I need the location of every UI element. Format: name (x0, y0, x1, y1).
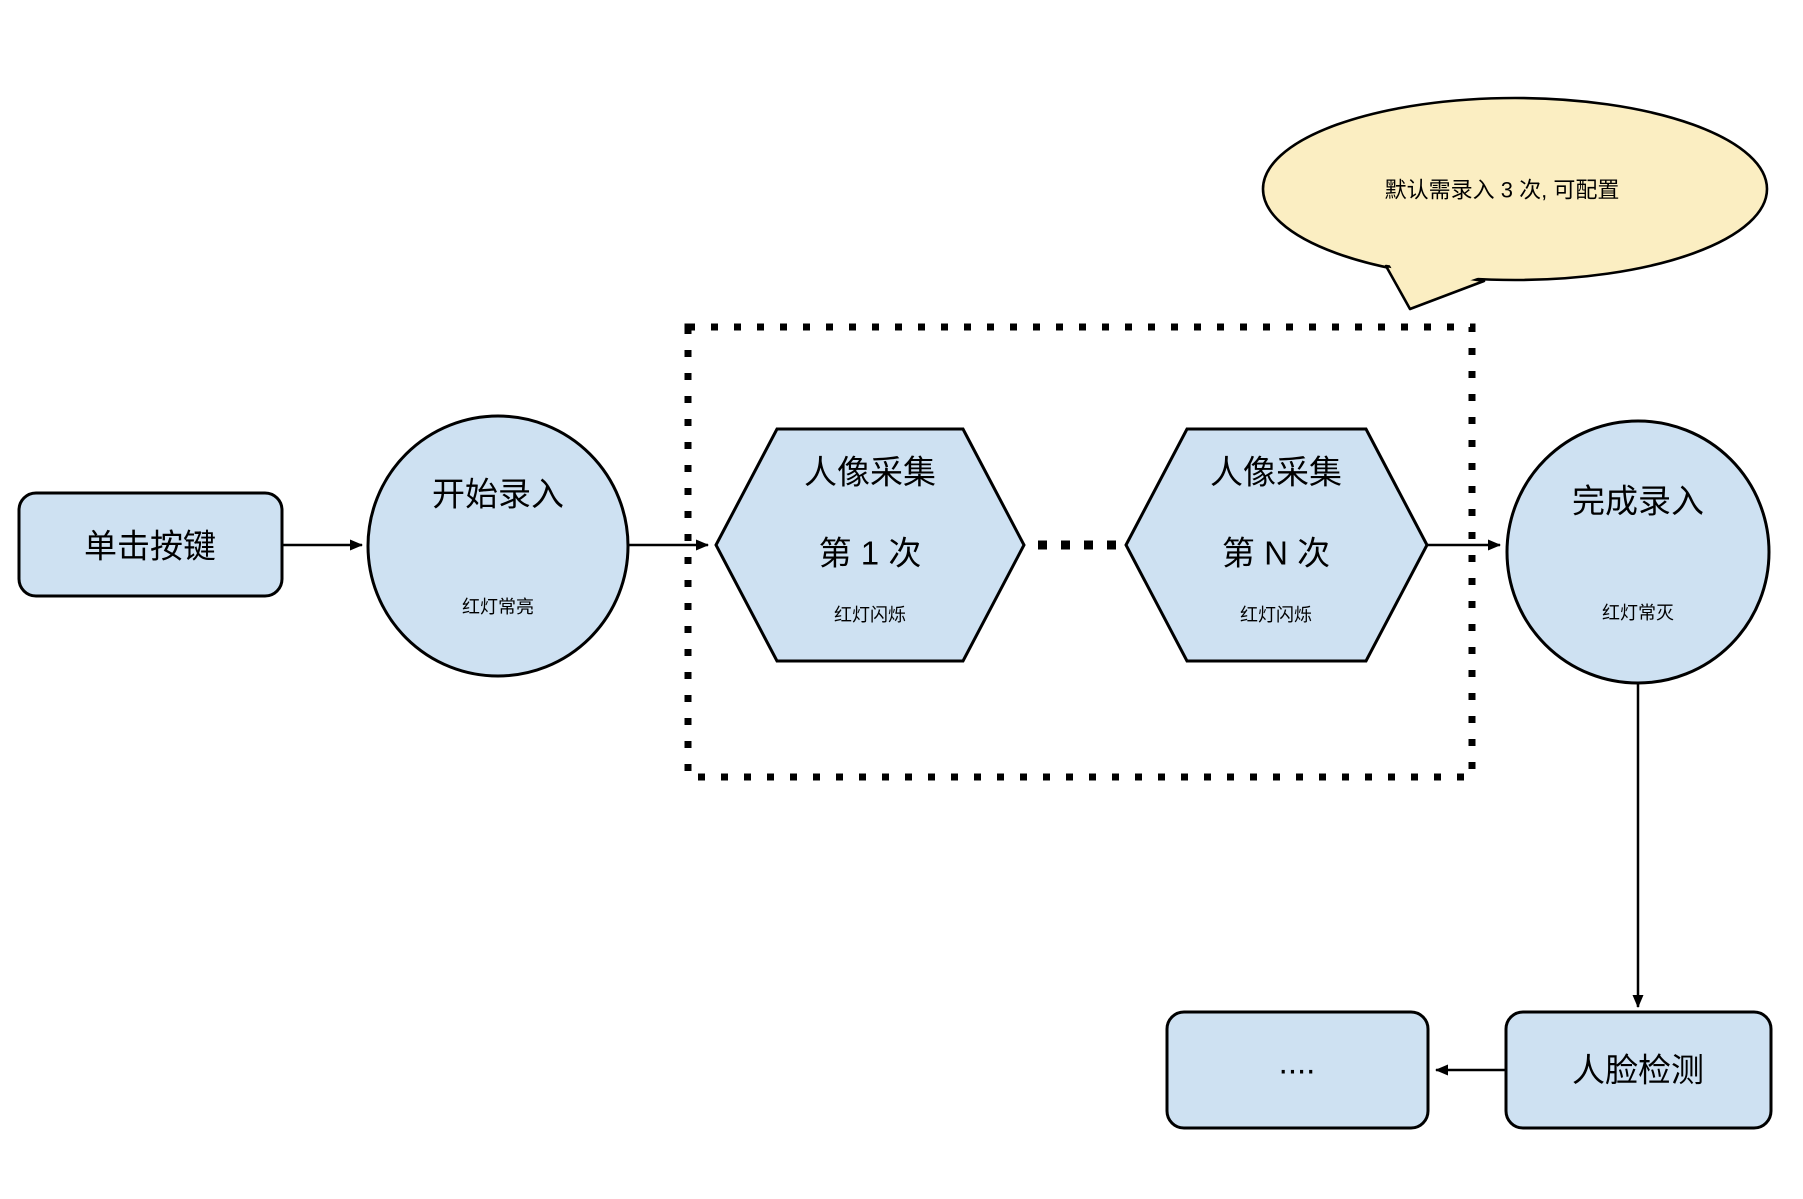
face-detection-label: 人脸检测 (1572, 1052, 1704, 1089)
node-click-button: 单击按键 (17, 491, 284, 598)
finish-capture-title: 完成录入 (1572, 483, 1704, 520)
start-capture-shape (366, 414, 630, 678)
capture-first-count: 第 1 次 (819, 535, 922, 572)
node-capture-nth: 人像采集 第 N 次 红灯闪烁 (1124, 427, 1429, 663)
callout-bubble: 默认需录入 3 次, 可配置 (1261, 96, 1769, 311)
more-steps-shape (1165, 1010, 1430, 1130)
repetition-dotted-frame (684, 323, 1476, 781)
finish-capture-status: 红灯常灭 (1602, 603, 1674, 623)
callout-bubble-tail-mask (1388, 262, 1480, 301)
node-finish-capture: 完成录入 红灯常灭 (1505, 419, 1771, 685)
capture-first-title: 人像采集 (804, 454, 936, 491)
finish-capture-shape (1505, 419, 1771, 685)
callout-bubble-ellipse (1261, 96, 1769, 282)
callout-text: 默认需录入 3 次, 可配置 (1385, 178, 1620, 203)
capture-first-shape (714, 427, 1026, 663)
start-capture-title: 开始录入 (432, 476, 564, 513)
node-capture-first: 人像采集 第 1 次 红灯闪烁 (714, 427, 1026, 663)
node-more-steps: .... (1165, 1010, 1430, 1130)
node-face-detection: 人脸检测 (1504, 1010, 1773, 1130)
capture-nth-count: 第 N 次 (1222, 535, 1330, 572)
capture-first-status: 红灯闪烁 (834, 605, 906, 625)
click-button-label: 单击按键 (84, 528, 216, 565)
node-start-capture: 开始录入 红灯常亮 (366, 414, 630, 678)
more-steps-label: .... (1279, 1044, 1316, 1081)
start-capture-status: 红灯常亮 (462, 597, 534, 617)
capture-nth-title: 人像采集 (1210, 454, 1342, 491)
capture-nth-status: 红灯闪烁 (1240, 605, 1312, 625)
